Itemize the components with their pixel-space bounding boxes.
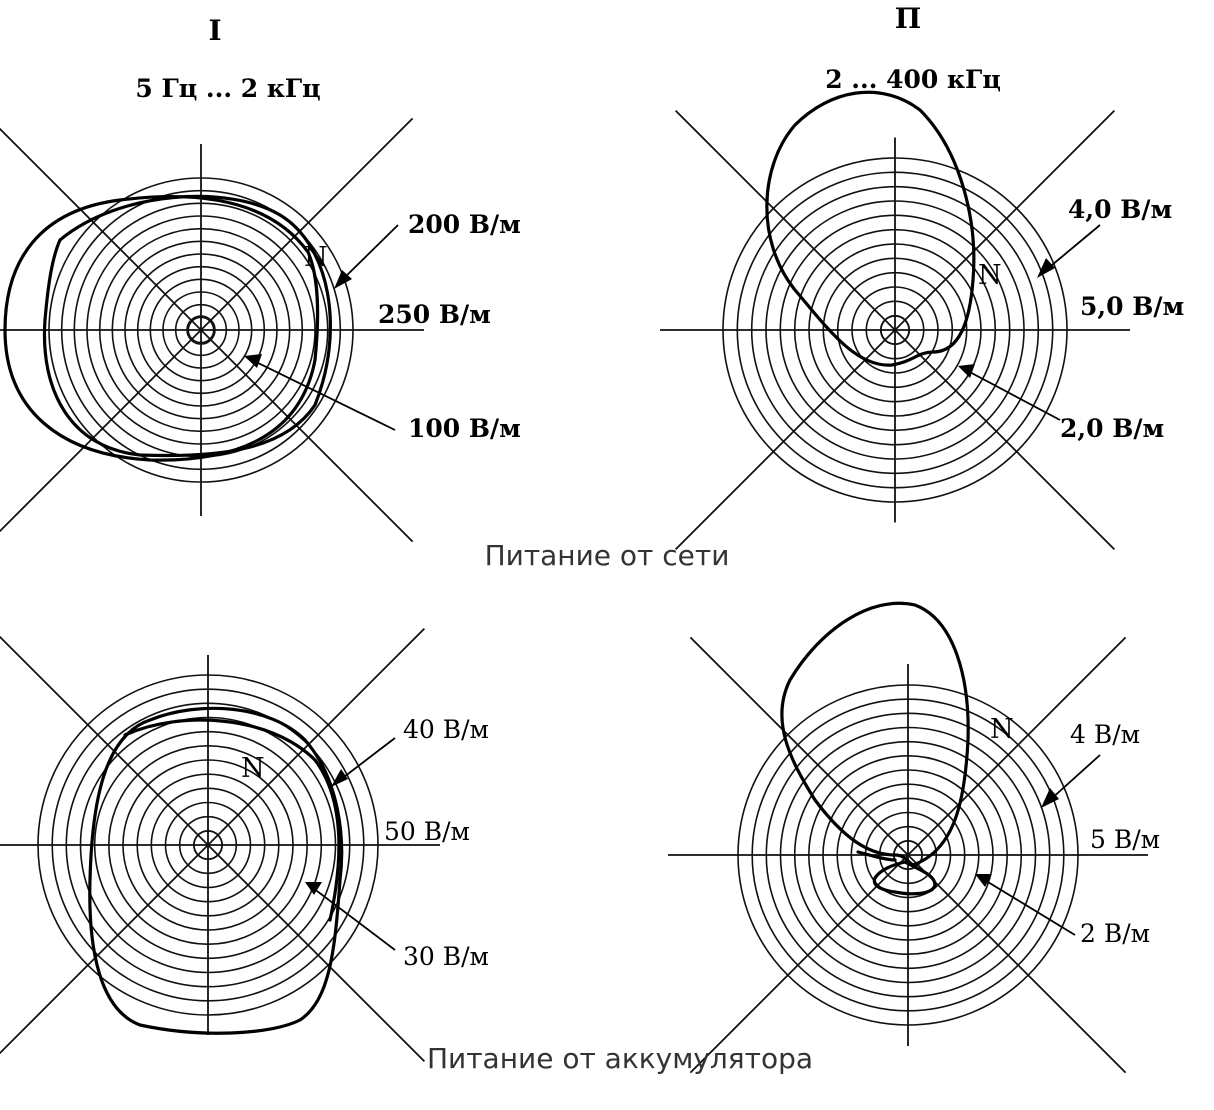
pointer-line-inner: [965, 369, 1061, 421]
pointer-line-outer: [1045, 224, 1101, 271]
polar-diagram-mains-low: N 200 В/м 250 В/м 100 В/м: [0, 117, 521, 543]
field-strength-label-inner: 100 В/м: [408, 414, 521, 443]
radiation-pattern-curve: [3, 194, 320, 462]
north-marker: N: [304, 242, 328, 273]
column-numeral-right: П: [895, 2, 921, 35]
pointer-arrowhead-outer: [1037, 258, 1055, 278]
pointer-arrowhead-outer: [334, 270, 352, 289]
field-strength-label-axis: 50 В/м: [384, 817, 470, 846]
pointer-arrowhead-outer: [1041, 788, 1059, 808]
pointer-arrowhead-inner: [305, 882, 322, 895]
frequency-range-left: 5 Гц ... 2 кГц: [135, 74, 320, 103]
field-strength-label-outer: 4 В/м: [1070, 720, 1140, 749]
polar-diagram-battery-low: N 40 В/м 50 В/м 30 В/м: [0, 627, 489, 1063]
polar-diagram-battery-high: N 4 В/м 5 В/м 2 В/м: [668, 601, 1160, 1074]
pointer-line-inner: [251, 359, 396, 431]
grid-axis-diagonal: [674, 109, 1116, 551]
frequency-range-right: 2 ... 400 кГц: [825, 65, 1001, 94]
polar-grid: [668, 636, 1148, 1074]
north-marker: N: [241, 753, 265, 784]
caption-mains-power: Питание от сети: [485, 539, 730, 572]
pointer-line-outer: [339, 224, 399, 283]
radiation-pattern-curve-secondary: [123, 718, 341, 922]
radiation-pattern-curve: [780, 601, 970, 867]
polar-grid: [660, 109, 1130, 551]
pointer-line-outer: [1049, 754, 1101, 801]
grid-axis-diagonal: [689, 636, 1127, 1074]
caption-battery-power: Питание от аккумулятора: [427, 1042, 813, 1075]
radiation-pattern-curve-secondary: [42, 194, 332, 458]
field-strength-label-outer: 4,0 В/м: [1068, 195, 1172, 224]
column-numeral-left: I: [208, 14, 221, 47]
polar-diagram-mains-high: N 4,0 В/м 5,0 В/м 2,0 В/м: [660, 90, 1184, 551]
grid-axis-diagonal: [0, 627, 426, 1055]
field-strength-label-axis: 5 В/м: [1090, 825, 1160, 854]
field-strength-label-inner: 2 В/м: [1080, 919, 1150, 948]
pointer-line-outer: [339, 737, 396, 781]
pointer-arrowhead-inner: [975, 874, 992, 887]
field-strength-label-axis: 5,0 В/м: [1080, 292, 1184, 321]
radiation-pattern-curve: [88, 706, 344, 1035]
field-strength-label-axis: 250 В/м: [378, 300, 491, 329]
radiation-pattern-curve-inner-lobe: [872, 860, 937, 896]
grid-axis-diagonal: [0, 117, 414, 533]
pointer-arrowhead-inner: [958, 364, 975, 378]
polar-grid: [0, 117, 424, 543]
field-strength-label-outer: 200 В/м: [408, 210, 521, 239]
pointer-line-inner: [982, 878, 1076, 936]
radiation-pattern-curve-tail: [856, 850, 897, 862]
pointer-arrowhead-outer: [331, 769, 348, 787]
north-marker: N: [978, 260, 1002, 291]
pointer-arrowhead-inner: [244, 354, 262, 368]
pointer-line-inner: [312, 887, 396, 951]
radiation-pattern-curve: [765, 90, 976, 367]
field-strength-label-outer: 40 В/м: [403, 715, 489, 744]
field-strength-label-inner: 30 В/м: [403, 942, 489, 971]
north-marker: N: [990, 714, 1014, 745]
polar-grid: [0, 627, 440, 1063]
field-strength-label-inner: 2,0 В/м: [1060, 414, 1164, 443]
